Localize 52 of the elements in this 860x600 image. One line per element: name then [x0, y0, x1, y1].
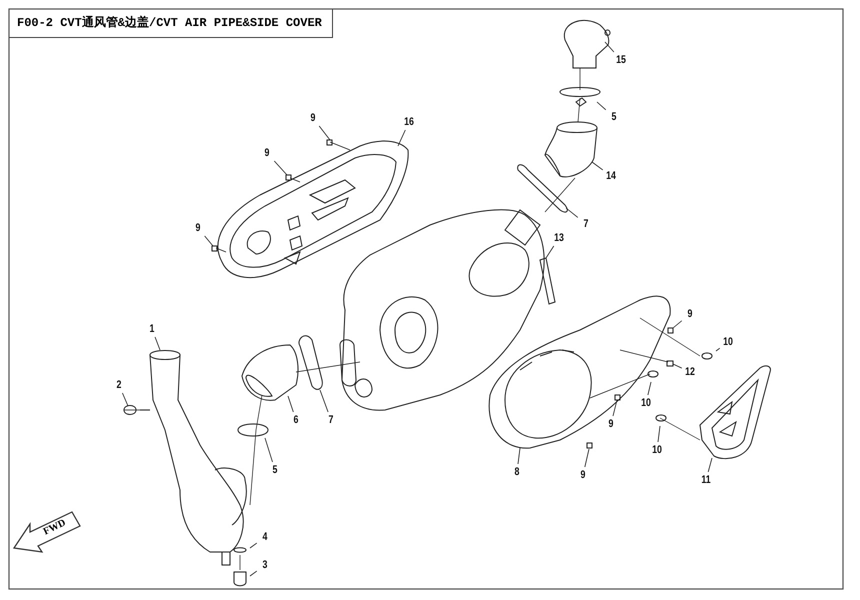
callout-number: 9 — [260, 146, 274, 160]
callout-number: 8 — [510, 465, 524, 479]
callout-number: 11 — [698, 473, 714, 487]
callout-number: 14 — [604, 169, 618, 183]
leader-line — [612, 400, 618, 416]
callout-number: 10 — [650, 443, 664, 457]
leader-line — [398, 130, 406, 146]
callout-number: 9 — [604, 417, 618, 431]
callout-number: 9 — [190, 221, 206, 235]
callout-number: 16 — [402, 115, 416, 129]
title-box: F00-2 CVT通风管&边盖/CVT AIR PIPE&SIDE COVER — [9, 9, 333, 38]
callout-number: 7 — [324, 413, 338, 427]
leader-line — [250, 542, 258, 548]
callout-number: 9 — [682, 307, 698, 321]
callout-number: 10 — [638, 396, 654, 410]
leader-line — [546, 246, 554, 258]
leader-line — [250, 570, 258, 576]
callout-number: 13 — [552, 231, 566, 245]
callout-number: 7 — [578, 217, 594, 231]
leader-line — [584, 448, 590, 468]
leader-line — [122, 392, 128, 406]
callout-number: 10 — [720, 335, 736, 349]
callout-number: 4 — [258, 530, 272, 544]
leader-line — [604, 42, 614, 52]
callout-number: 5 — [268, 463, 282, 477]
leader-line — [288, 396, 294, 412]
callout-number: 3 — [258, 558, 272, 572]
callout-number: 2 — [112, 378, 126, 392]
leader-line — [592, 162, 604, 170]
leader-line — [320, 390, 328, 412]
leader-line — [708, 458, 712, 472]
callout-number: 1 — [144, 322, 160, 336]
callout-number: 9 — [576, 468, 590, 482]
leader-line — [716, 348, 720, 352]
leader-line — [648, 382, 652, 396]
callout-number: 6 — [288, 413, 304, 427]
leader-line — [264, 438, 273, 462]
leader-line — [596, 102, 606, 110]
direction-label: FWD — [42, 517, 68, 538]
leader-line — [566, 208, 578, 218]
callout-number: 9 — [306, 111, 320, 125]
leader-line — [518, 448, 520, 464]
leader-line — [204, 236, 214, 246]
callout-number: 12 — [682, 365, 698, 379]
leader-line — [274, 160, 288, 176]
leader-line — [658, 426, 660, 442]
leader-line — [154, 336, 160, 350]
callout-number: 15 — [614, 53, 628, 67]
callout-number: 5 — [606, 110, 622, 124]
leader-line — [318, 126, 330, 140]
leader-line — [672, 364, 682, 369]
leader-line — [672, 320, 682, 328]
